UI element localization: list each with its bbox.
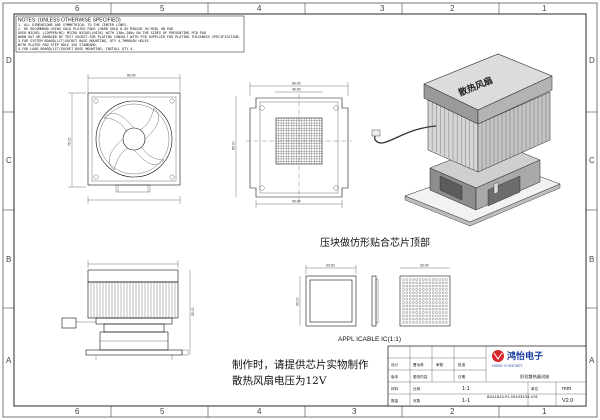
logo-text-en: HONG YI SOCKET (492, 364, 524, 368)
zone-row-right-d: D (589, 56, 595, 65)
side-view: 52.00 (61, 260, 195, 360)
dim-chip-top: 33.00 (326, 264, 335, 268)
dim-chip-side: 33.00 (296, 297, 300, 306)
tb-sheet-label: 页数 (413, 398, 421, 403)
dim-side-height: 52.00 (191, 307, 195, 316)
zone-col-top-6: 1 (542, 4, 547, 13)
title-block: 设计 曹汝林 审核 批准 更改内容 日期 版本 比例 1:1 单位 mm 页数 … (387, 345, 587, 407)
applicable-ic-views: 33.00 33.00 33.00 (296, 264, 451, 327)
notes-line-6: WITH PLATED PAD STEP HOLE ISO STANDARD. (18, 43, 98, 47)
notes-line-7: 4.FOR LOAD BOARD/LIT/SOCKET BASE MOUNTIN… (18, 47, 134, 51)
tb-part-number: BGA1824-P1.00X33X33-076 (487, 395, 538, 399)
zone-col-bot-4: 3 (352, 407, 357, 416)
tb-scale-label: 比例 (413, 386, 421, 391)
notes-line-4: WORN OUT OR DAMAGED BY TEST SOCKET.FOR P… (18, 35, 241, 39)
fan-top-view: 90.00 75.00 (68, 74, 181, 204)
tb-change-label: 更改内容 (413, 374, 428, 379)
heatsink-fins-right (481, 93, 547, 171)
dim-fan-width: 90.00 (127, 74, 136, 78)
zone-row-right-c: C (589, 156, 595, 165)
dim-socket-inner: 40.00 (292, 88, 301, 92)
tb-unit-label: 单位 (531, 386, 539, 391)
dim-socket-bottom: 90.00 (292, 200, 301, 204)
zone-ticks (3, 3, 597, 417)
company-logo (492, 350, 504, 362)
zone-col-top-5: 2 (450, 4, 455, 13)
production-note-line-1: 制作时，请提供芯片实物制作 (232, 358, 369, 371)
isometric-assembly-view: 散热风扇 (371, 53, 561, 227)
zone-col-bot-3: 4 (257, 407, 262, 416)
tb-qty-label: 数量 (391, 398, 399, 403)
dim-socket-height: 65.00 (232, 141, 236, 150)
zone-col-top-3: 4 (257, 4, 262, 13)
tb-version-label: 版本 (391, 374, 399, 379)
zone-col-bot-5: 2 (450, 407, 455, 416)
tb-drawing-title: 扣拉散热器试座 (520, 373, 549, 380)
zone-row-left-c: C (6, 156, 12, 165)
notes-block: NOTES: (UNLESS OTHERWISE SPECIFIED) 1. A… (15, 15, 245, 53)
notes-title: NOTES: (UNLESS OTHERWISE SPECIFIED) (18, 18, 121, 24)
applicable-ic-label: APPL ICABLE IC(1:1) (338, 336, 401, 343)
tb-date-label: 日期 (458, 374, 466, 379)
tb-sheet-value: 1-1 (462, 398, 470, 404)
notes-line-5: 3.FOR SYSTEM BOARD(LIT)SOCKET BASE MOUNT… (18, 39, 149, 43)
tb-revision: V2.0 (562, 398, 573, 404)
dim-fan-height: 75.00 (68, 137, 72, 146)
zone-row-left-a: A (6, 356, 12, 365)
logo-text-cn: 鸿怡电子 (507, 350, 543, 362)
tb-scale-value: 1:1 (462, 386, 470, 392)
tb-check-label: 审核 (436, 362, 444, 367)
tb-drawn-value: 曹汝林 (413, 362, 424, 367)
notes-line-3: OVER NICKEL (COPPER/NI) MICRO NICKEL(NIC… (18, 31, 206, 35)
dim-chip-bottom: 33.00 (420, 264, 429, 268)
socket-pin-grid (276, 118, 322, 164)
notes-line-1: 1. ALL DIMENSIONS ARE SYMMETRICAL TO THE… (18, 23, 128, 27)
notes-line-2: 2. RE RECOMMEND USING GOLD PLATED PADS (… (18, 27, 173, 31)
tb-material-label: 材料 (391, 386, 399, 391)
zone-col-bot-2: 5 (160, 407, 165, 416)
zone-row-right-b: B (589, 255, 594, 264)
zone-row-right-a: A (589, 356, 595, 365)
heatsink-fins-left (431, 102, 475, 170)
tb-drawn-label: 设计 (391, 362, 399, 367)
side-view-fins (90, 282, 176, 318)
pressure-block-note: 压块做仿形贴合芯片顶部 (320, 236, 430, 249)
tb-approve-label: 批准 (458, 362, 466, 367)
zone-row-left-d: D (6, 56, 12, 65)
tb-unit-value: mm (562, 386, 572, 392)
socket-top-view: 86.00 40.00 65.00 90.00 (232, 82, 352, 208)
dim-socket-width: 86.00 (292, 82, 301, 86)
chip-ball-grid (402, 278, 448, 324)
zone-col-bot-6: 1 (542, 407, 547, 416)
zone-col-top-2: 5 (160, 4, 165, 13)
zone-col-top-1: 6 (75, 4, 80, 13)
zone-col-top-4: 3 (380, 4, 385, 13)
zone-col-bot-1: 6 (75, 407, 80, 416)
zone-row-left-b: B (6, 255, 11, 264)
production-note-line-2: 散热风扇电压为12V (232, 374, 327, 387)
